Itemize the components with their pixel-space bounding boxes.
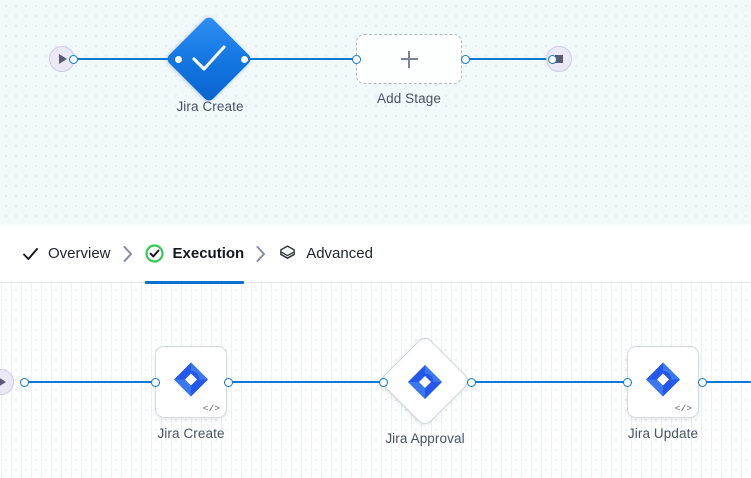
play-icon	[59, 54, 67, 64]
port-add-stage-in[interactable]	[352, 54, 361, 64]
chevron-right-icon-2	[244, 245, 278, 263]
check-circle-icon	[144, 244, 164, 263]
play-icon	[0, 377, 6, 387]
plus-icon	[400, 50, 418, 68]
edge-start-to-jira-create	[73, 58, 178, 60]
pipeline-overview-canvas[interactable]: Jira Create Add Stage	[0, 0, 751, 225]
step-label-jira-approval: Jira Approval	[385, 431, 465, 446]
execution-graph-canvas[interactable]: </> Jira Create Jira Approval	[0, 283, 751, 478]
jira-icon	[643, 360, 683, 405]
port-jira-approval-out[interactable]	[467, 377, 476, 387]
stage-label-add-stage: Add Stage	[377, 91, 441, 106]
port-exec-start-out[interactable]	[20, 377, 29, 387]
edge-jira-create-to-add-stage	[244, 58, 356, 60]
pipeline-studio-tabs: Overview Execution	[0, 225, 751, 284]
code-badge: </>	[674, 403, 692, 414]
tab-advanced[interactable]: Advanced	[278, 225, 373, 282]
step-jira-update[interactable]: </>	[627, 346, 699, 418]
jira-icon	[171, 360, 211, 405]
tab-label-overview: Overview	[48, 245, 111, 262]
step-label-jira-update: Jira Update	[627, 426, 699, 441]
tab-execution[interactable]: Execution	[144, 225, 245, 284]
edge-start-to-jira-create-exec	[24, 381, 155, 383]
tab-label-execution: Execution	[172, 245, 245, 262]
port-jira-approval-in[interactable]	[379, 377, 388, 387]
add-stage-button[interactable]	[356, 34, 462, 84]
layers-hexagon-icon	[278, 244, 297, 263]
code-badge: </>	[202, 403, 220, 414]
tab-label-advanced: Advanced	[306, 245, 373, 262]
port-jira-create-in[interactable]	[174, 54, 183, 64]
port-jira-create-out-exec[interactable]	[224, 377, 233, 387]
port-jira-create-in-exec[interactable]	[151, 377, 160, 387]
edge-jira-update-out	[702, 381, 751, 383]
stage-label-jira-create: Jira Create	[176, 99, 244, 114]
port-jira-create-out[interactable]	[240, 54, 249, 64]
port-jira-update-out[interactable]	[698, 377, 707, 387]
port-end-in[interactable]	[548, 54, 557, 64]
jira-icon-approval	[405, 362, 445, 407]
stop-square-icon	[555, 55, 563, 63]
edge-add-stage-to-end	[465, 58, 552, 60]
tab-overview[interactable]: Overview	[22, 225, 111, 282]
step-jira-create[interactable]: </>	[155, 346, 227, 418]
edge-approval-to-jira-update	[471, 381, 627, 383]
chevron-right-icon	[111, 245, 145, 263]
port-start-out[interactable]	[69, 54, 78, 64]
edge-jira-create-to-approval	[228, 381, 383, 383]
execution-start-node[interactable]	[0, 369, 14, 395]
step-label-jira-create: Jira Create	[157, 426, 225, 441]
port-jira-update-in[interactable]	[623, 377, 632, 387]
port-add-stage-out[interactable]	[461, 54, 470, 64]
check-icon	[22, 247, 39, 261]
